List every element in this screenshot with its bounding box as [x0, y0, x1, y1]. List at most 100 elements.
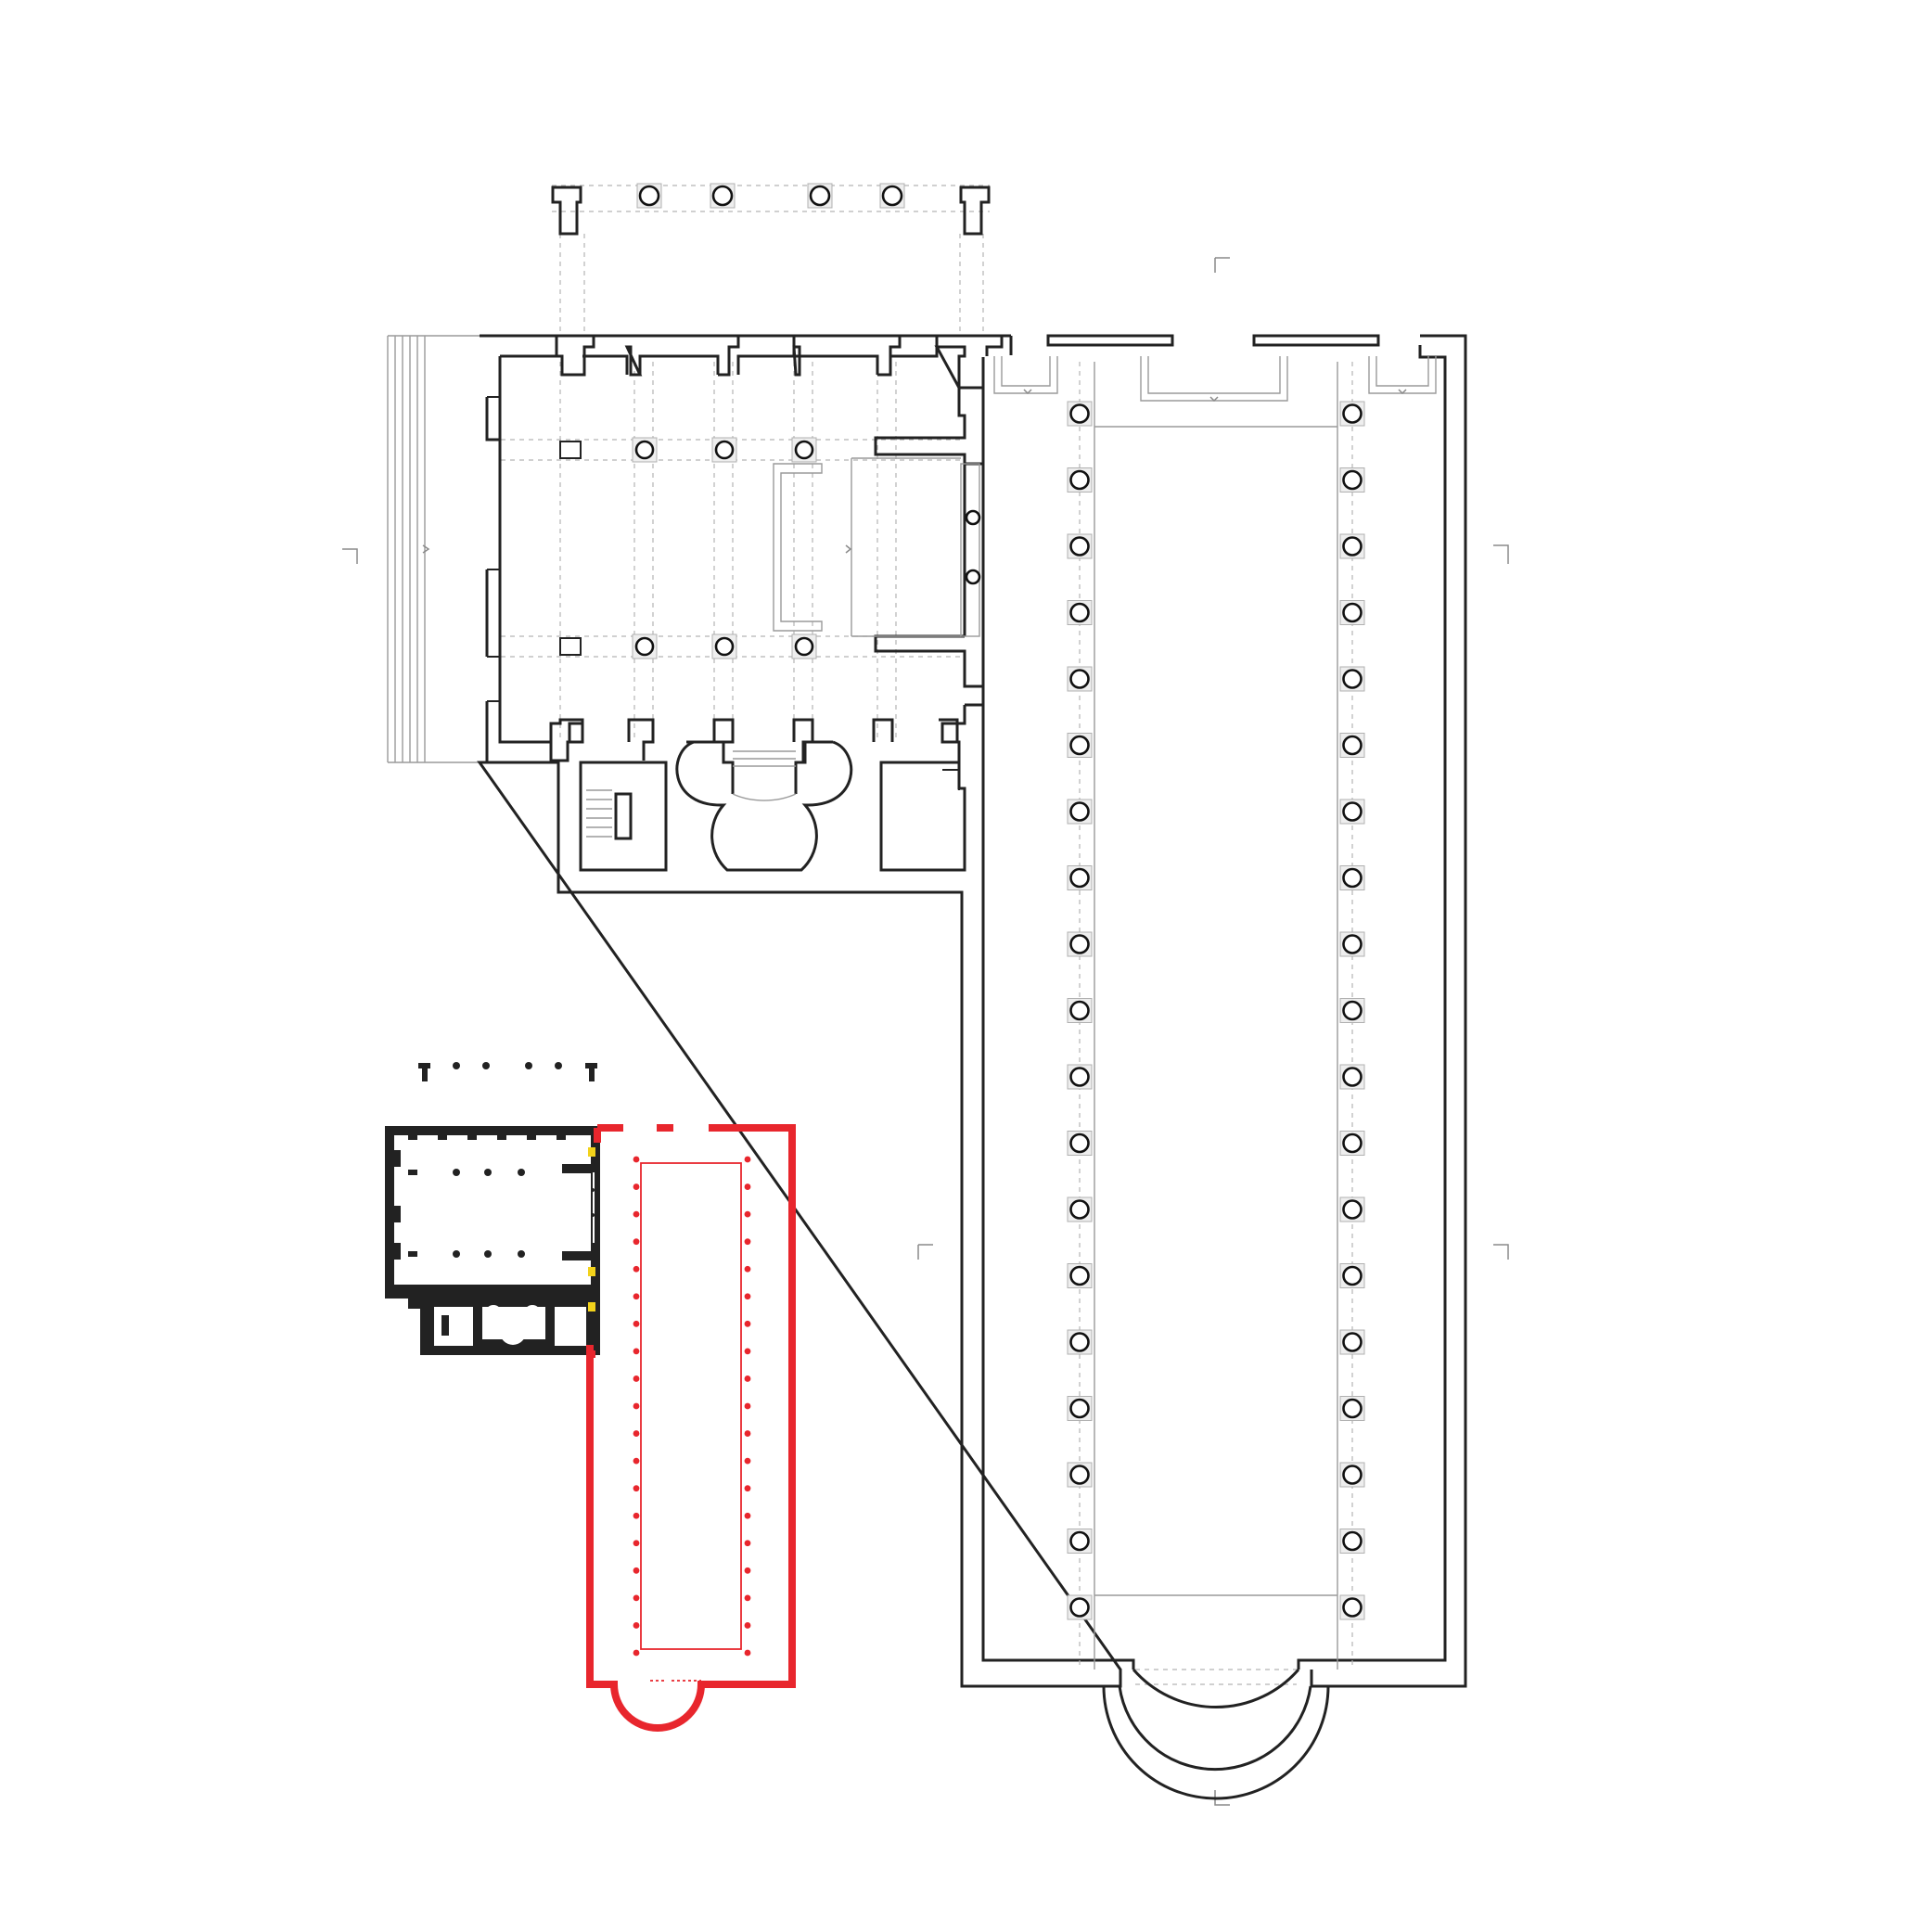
key-basilica-dot — [633, 1457, 640, 1465]
portico-pier-right — [959, 186, 991, 236]
basilica-column — [1069, 602, 1090, 623]
key-plan — [385, 1062, 796, 1732]
key-basilica-dot — [744, 1457, 751, 1465]
basilica-column — [1069, 469, 1090, 491]
hall-column — [634, 636, 655, 657]
basilica-column — [1342, 536, 1363, 557]
building-outline — [477, 334, 1467, 1800]
basilica-colonnade — [1067, 401, 1365, 1620]
basilica-column — [1342, 1199, 1363, 1220]
basilica-column — [1342, 469, 1363, 491]
basilica-column — [1069, 536, 1090, 557]
key-basilica-dot — [744, 1320, 751, 1327]
portico-column — [711, 185, 734, 207]
entrance-steps — [387, 335, 480, 763]
key-basilica-dot — [744, 1156, 751, 1163]
basilica-column — [1069, 1530, 1090, 1552]
key-basilica-dot — [633, 1430, 640, 1437]
key-basilica-dot — [633, 1512, 640, 1519]
hall-column — [714, 440, 735, 460]
basilica-column — [1069, 403, 1090, 424]
screen-column — [965, 509, 981, 526]
basilica-column — [1342, 1597, 1363, 1618]
basilica-column — [1342, 669, 1363, 689]
key-basilica-dot — [744, 1265, 751, 1273]
basilica-column — [1342, 1132, 1363, 1154]
key-basilica-dot — [744, 1649, 751, 1657]
screen-column — [965, 569, 981, 585]
tribune-outline — [773, 463, 823, 632]
hall-column — [794, 440, 814, 460]
key-basilica-dot — [633, 1402, 640, 1410]
basilica-column — [1342, 1000, 1363, 1021]
key-nave — [640, 1162, 742, 1650]
basilica-column — [1342, 602, 1363, 623]
key-basilica-dot — [633, 1238, 640, 1246]
key-basilica-dot — [633, 1540, 640, 1547]
key-portico-dot — [482, 1062, 490, 1069]
key-portico-pier — [585, 1063, 597, 1068]
key-basilica-dot — [744, 1210, 751, 1218]
key-basilica-dot — [633, 1375, 640, 1382]
key-basilica-dot — [633, 1594, 640, 1602]
basilica-column — [1069, 1199, 1090, 1220]
portico-column — [809, 185, 831, 207]
key-basilica-dot — [744, 1184, 751, 1190]
basilica-column — [1069, 735, 1090, 756]
key-portico-dot — [525, 1062, 532, 1069]
basilica-column — [1342, 1465, 1363, 1485]
key-basilica-dot — [633, 1293, 640, 1300]
key-basilica-dot — [744, 1567, 751, 1574]
key-basilica-dot — [744, 1402, 751, 1410]
portico-column — [881, 185, 903, 207]
key-basilica-dot — [633, 1485, 640, 1492]
basilica-column — [1069, 1265, 1090, 1286]
hall-column — [634, 440, 655, 460]
hall-column — [714, 636, 735, 657]
basilica-column — [1069, 669, 1090, 689]
basilica-column — [1069, 1132, 1090, 1154]
key-basilica-dot — [633, 1348, 640, 1355]
basilica-column — [1342, 1265, 1363, 1286]
basilica-column — [1069, 934, 1090, 954]
basilica-column — [1342, 1398, 1363, 1419]
basilica-column — [1069, 867, 1090, 889]
key-basilica-dot — [744, 1594, 751, 1602]
basilica-column — [1342, 934, 1363, 954]
key-basilica-dot — [633, 1567, 640, 1574]
key-new-basilica — [586, 1124, 796, 1732]
key-basilica-dot — [744, 1512, 751, 1519]
key-connection-marker — [588, 1147, 595, 1157]
basilica-column — [1069, 1332, 1090, 1352]
basilica-column — [1342, 801, 1363, 822]
key-basilica-dot — [744, 1375, 751, 1382]
basilica-column — [1069, 1000, 1090, 1021]
key-basilica-dot — [744, 1622, 751, 1629]
basilica-column — [1069, 1597, 1090, 1618]
basilica-column — [1069, 1465, 1090, 1485]
key-basilica-dot — [633, 1265, 640, 1273]
basilica-interior — [993, 356, 1437, 1670]
key-basilica-dot — [633, 1622, 640, 1629]
portico-pier-left — [551, 186, 582, 236]
hall-interior — [559, 437, 981, 659]
key-basilica-dot — [633, 1210, 640, 1218]
hall-pier — [559, 637, 582, 656]
key-portico-pier — [418, 1063, 430, 1068]
key-basilica-colonnade — [633, 1156, 751, 1657]
key-basilica-dot — [633, 1156, 640, 1163]
key-portico-dot — [555, 1062, 562, 1069]
key-basilica-dot — [744, 1348, 751, 1355]
key-basilica-dot — [744, 1485, 751, 1492]
front-portico — [551, 183, 991, 236]
key-portico-dot — [453, 1062, 460, 1069]
basilica-column — [1342, 735, 1363, 756]
basilica-column — [1342, 1332, 1363, 1352]
basilica-column — [1342, 1530, 1363, 1552]
key-connection-marker — [588, 1267, 595, 1276]
hall-column — [794, 636, 814, 657]
section-markers — [342, 257, 1509, 1806]
basilica-column — [1342, 1067, 1363, 1087]
portico-column — [638, 185, 660, 207]
basilica-column — [1069, 1067, 1090, 1087]
